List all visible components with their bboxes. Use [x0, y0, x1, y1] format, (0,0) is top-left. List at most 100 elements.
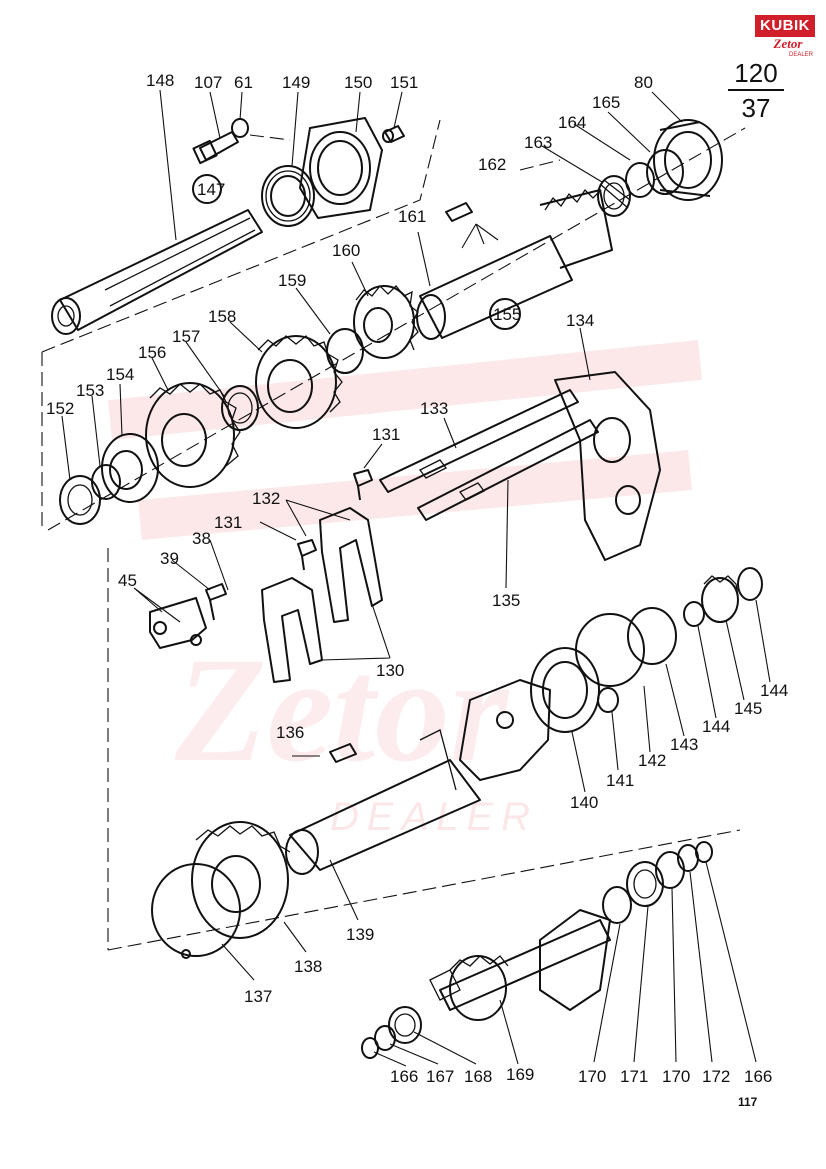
label-161: 161: [398, 207, 426, 226]
shaft-139: [285, 729, 481, 875]
figure-ref-denominator: 37: [741, 93, 771, 123]
label-156: 156: [138, 343, 166, 362]
shaft-161: [416, 188, 613, 340]
bolt-107: [192, 131, 239, 165]
label-170-b: 170: [662, 1067, 690, 1086]
label-163: 163: [524, 133, 552, 152]
label-107: 107: [194, 73, 222, 92]
needle-bearing-163: [597, 175, 631, 217]
bearing-171: [626, 861, 664, 907]
label-145: 145: [734, 699, 762, 718]
gear-145: [701, 575, 739, 623]
bearing-149: [261, 165, 315, 227]
gear-158: [255, 335, 343, 429]
bracket-lower: [539, 909, 611, 1011]
label-168: 168: [464, 1067, 492, 1086]
label-61: 61: [234, 73, 253, 92]
bearing-154: [101, 433, 159, 503]
label-159: 159: [278, 271, 306, 290]
label-166-a: 166: [390, 1067, 418, 1086]
circlip-141: [597, 687, 619, 713]
label-45: 45: [118, 571, 137, 590]
ring-166a: [361, 1037, 379, 1059]
label-132: 132: [252, 489, 280, 508]
watermark-bars: [107, 340, 703, 540]
part-labels: 148 107 61 149 150 151 80 165 164 163 16…: [46, 71, 788, 1086]
fork-130-upper: [319, 507, 383, 623]
label-157: 157: [172, 327, 200, 346]
label-135: 135: [492, 591, 520, 610]
synchro-ring-152: [59, 475, 101, 525]
label-139: 139: [346, 925, 374, 944]
label-80: 80: [634, 73, 653, 92]
ring-166b: [695, 841, 713, 863]
label-166-b: 166: [744, 1067, 772, 1086]
ring-167: [374, 1025, 396, 1051]
label-172: 172: [702, 1067, 730, 1086]
label-160: 160: [332, 241, 360, 260]
boundary-lower: [107, 829, 741, 951]
bearing-168: [388, 1006, 422, 1044]
logo-dealer-text: DEALER: [788, 52, 813, 58]
boundary-mid: [47, 127, 746, 531]
label-140: 140: [570, 793, 598, 812]
label-131-lower: 131: [214, 513, 242, 532]
assembly-boundaries: [41, 119, 746, 951]
label-144-a: 144: [702, 717, 730, 736]
callout-147: 147: [197, 180, 225, 199]
logo-brand-text: Zetor: [773, 36, 803, 51]
logo-kubik-text: KUBIK: [755, 15, 815, 37]
figure-reference: 120 37: [728, 58, 784, 123]
bearing-140: [530, 647, 600, 733]
label-131-upper: 131: [372, 425, 400, 444]
label-144-b: 144: [760, 681, 788, 700]
ring-164: [625, 162, 655, 198]
label-141: 141: [606, 771, 634, 790]
shaft-148: [51, 209, 263, 335]
label-165: 165: [592, 93, 620, 112]
label-162: 162: [478, 155, 506, 174]
label-38: 38: [192, 529, 211, 548]
label-137: 137: [244, 987, 272, 1006]
ring-159: [326, 328, 364, 374]
screw-131-upper: [353, 469, 373, 501]
label-164: 164: [558, 113, 586, 132]
shaft-169: [429, 919, 611, 1011]
bracket-45: [149, 597, 207, 649]
label-171: 171: [620, 1067, 648, 1086]
label-167: 167: [426, 1067, 454, 1086]
callout-147-circle: [192, 174, 222, 204]
label-148: 148: [146, 71, 174, 90]
label-152: 152: [46, 399, 74, 418]
washer-61: [231, 118, 249, 138]
label-138: 138: [294, 957, 322, 976]
key-136: [329, 743, 357, 763]
detent-screw-39: [205, 583, 227, 621]
figure-ref-numerator: 120: [734, 58, 778, 88]
callout-155-circle: [489, 298, 521, 330]
label-150: 150: [344, 73, 372, 92]
rod-135: [417, 419, 599, 521]
label-169: 169: [506, 1065, 534, 1084]
gear-160: [353, 285, 419, 359]
label-133: 133: [420, 399, 448, 418]
ring-144a: [683, 601, 705, 627]
figure-ref-rule: [728, 89, 784, 91]
rod-133: [379, 389, 579, 493]
label-149: 149: [282, 73, 310, 92]
page-number: 117: [738, 1095, 758, 1109]
boundary-upper: [41, 119, 441, 530]
ring-143: [627, 607, 677, 665]
ring-165: [646, 149, 684, 195]
label-170-a: 170: [578, 1067, 606, 1086]
ring-170b: [655, 851, 685, 889]
snap-ring-137: [151, 863, 241, 959]
callout-155: 155: [493, 305, 521, 324]
dealer-logo: KUBIK Zetor DEALER: [755, 15, 815, 61]
watermark-dealer: DEALER: [330, 795, 538, 839]
label-130: 130: [376, 661, 404, 680]
fork-130-lower: [261, 577, 323, 683]
label-143: 143: [670, 735, 698, 754]
screw-131-lower: [297, 539, 317, 571]
